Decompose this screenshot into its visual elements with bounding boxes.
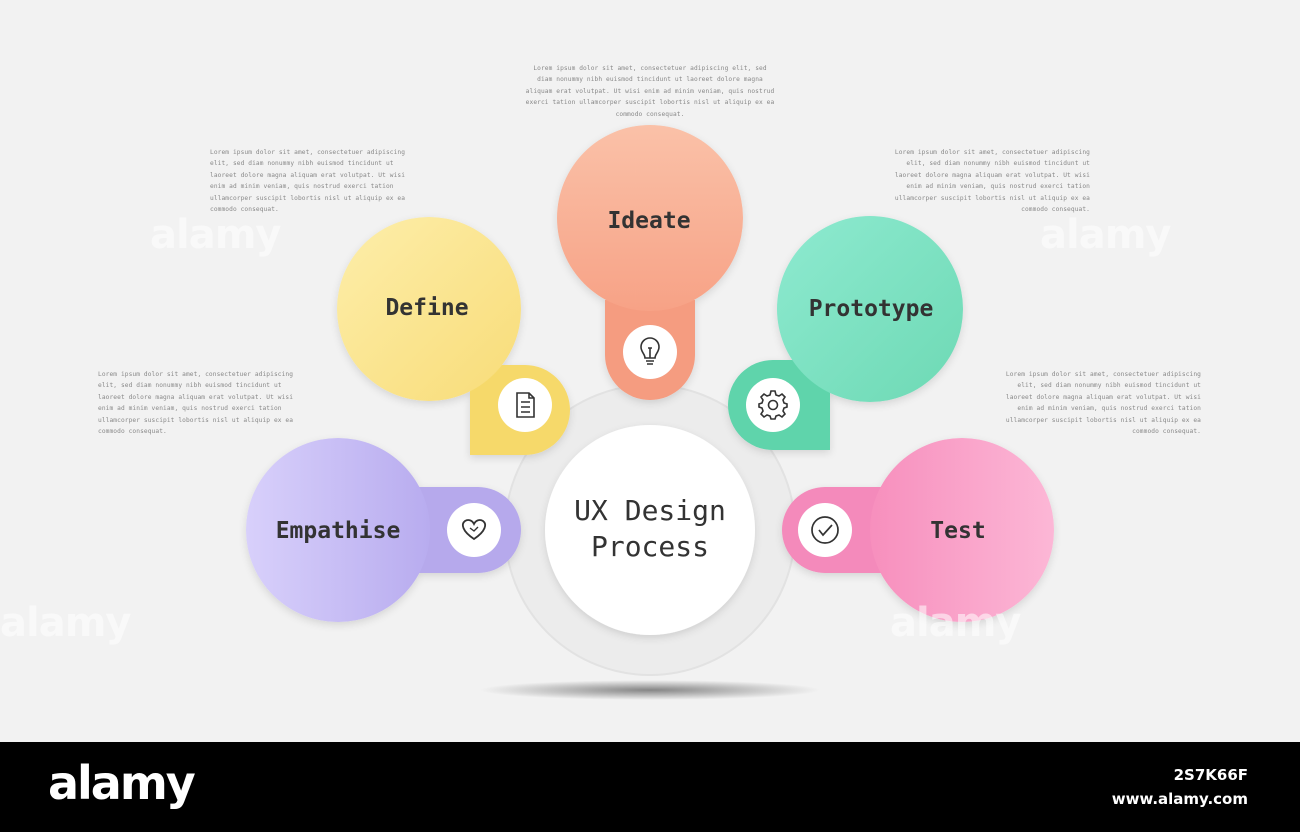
gear-icon <box>758 390 788 420</box>
paragraph-top: Lorem ipsum dolor sit amet, consectetuer… <box>525 65 775 118</box>
paragraph-upper-right: Lorem ipsum dolor sit amet, consectetuer… <box>894 149 1090 214</box>
paragraph-lower-left: Lorem ipsum dolor sit amet, consectetuer… <box>98 371 294 436</box>
watermark: alamy <box>890 600 1021 646</box>
paragraph-upper-left: Lorem ipsum dolor sit amet, consectetuer… <box>210 149 406 214</box>
paragraph-lower-right: Lorem ipsum dolor sit amet, consectetuer… <box>1005 371 1201 436</box>
infographic-canvas: Empathise Define Ideate Prototype Test U… <box>0 65 1201 700</box>
image-id: 2S7K66F <box>1173 766 1248 784</box>
center-title-line-1: UX Design <box>574 494 726 527</box>
lightbulb-icon <box>640 337 660 365</box>
footer-logo[interactable]: alamy <box>48 756 196 810</box>
ux-process-diagram: Empathise Define Ideate Prototype Test U… <box>246 125 1054 700</box>
watermark: alamy <box>1040 212 1171 258</box>
document-icon <box>516 392 535 418</box>
define-icon-badge <box>498 378 552 432</box>
footer-url[interactable]: www.alamy.com <box>1111 790 1248 808</box>
step-label-empathise: Empathise <box>276 518 401 544</box>
check-circle-icon <box>811 516 839 544</box>
step-label-ideate: Ideate <box>607 208 690 234</box>
center-circle <box>545 425 755 635</box>
step-label-test: Test <box>930 518 985 544</box>
ground-shadow <box>480 680 820 700</box>
watermark: alamy <box>0 600 131 646</box>
step-prototype[interactable] <box>728 216 963 450</box>
step-label-prototype: Prototype <box>809 296 934 322</box>
center-title-line-2: Process <box>591 530 709 563</box>
footer-bar: alamy 2S7K66F www.alamy.com <box>0 742 1300 832</box>
heart-icon <box>462 519 486 541</box>
prototype-icon-badge <box>746 378 800 432</box>
empathise-icon-badge <box>447 503 501 557</box>
test-icon-badge <box>798 503 852 557</box>
step-label-define: Define <box>385 295 468 321</box>
watermark: alamy <box>150 212 281 258</box>
step-empathise[interactable] <box>246 438 521 622</box>
